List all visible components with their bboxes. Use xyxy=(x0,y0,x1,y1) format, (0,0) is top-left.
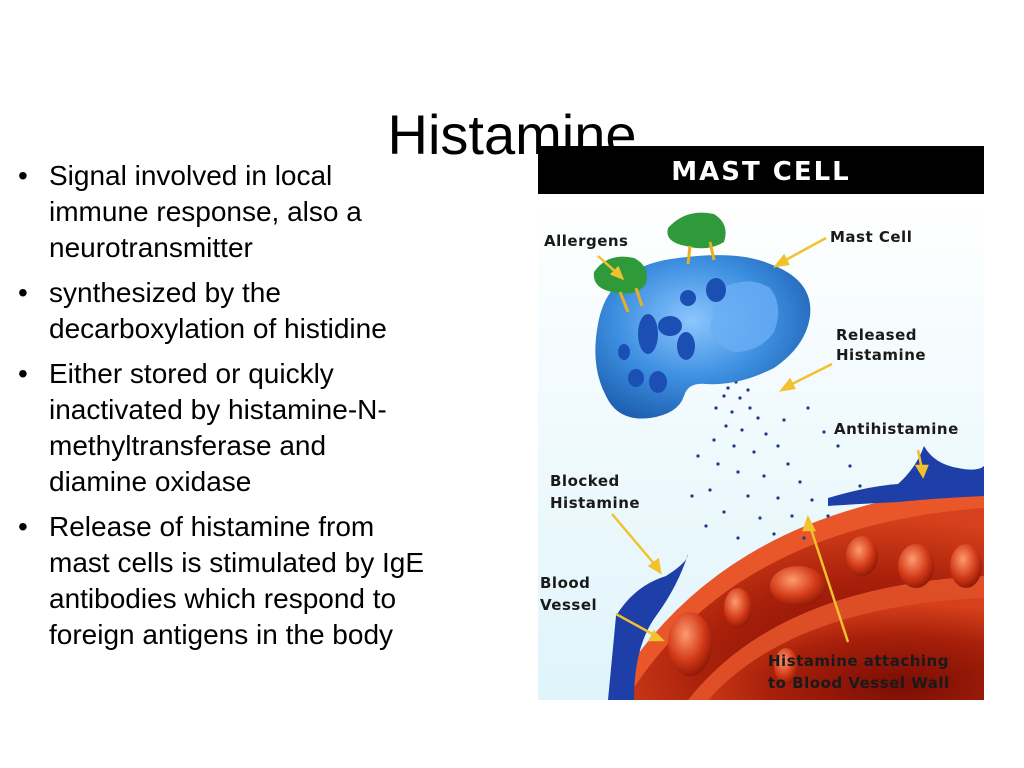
label-blood-vessel-line2: Vessel xyxy=(540,596,597,614)
red-blood-cell xyxy=(770,566,826,606)
mast-cell-body xyxy=(595,255,811,419)
bullet-marker: • xyxy=(18,277,28,308)
label-blood-vessel-line1: Blood xyxy=(540,574,590,592)
red-blood-cell xyxy=(898,544,934,588)
red-blood-cell xyxy=(724,588,752,628)
diagram-banner xyxy=(538,146,984,194)
bullet-item: • Release of histamine from mast cells i… xyxy=(14,509,514,653)
red-blood-cell xyxy=(950,544,982,588)
label-released-histamine-line1: Released xyxy=(836,326,917,344)
bullet-item: • Either stored or quickly inactivated by… xyxy=(14,356,514,500)
bullet-marker: • xyxy=(18,160,28,191)
histamine-particles xyxy=(690,380,862,540)
label-mast-cell: Mast Cell xyxy=(830,228,912,246)
vessel-wall-receptor xyxy=(608,554,688,700)
bullet-marker: • xyxy=(18,358,28,389)
bullet-text: synthesized by the decarboxylation of hi… xyxy=(49,277,387,344)
blood-vessel xyxy=(608,486,984,700)
bullet-item: • Signal involved in local immune respons… xyxy=(14,158,514,266)
allergens xyxy=(593,212,726,313)
label-pointers xyxy=(597,236,929,643)
bullet-text: Either stored or quickly inactivated by … xyxy=(49,358,387,497)
label-antihistamine: Antihistamine xyxy=(834,420,959,438)
red-blood-cell xyxy=(774,648,798,684)
cell-nucleus xyxy=(710,281,779,352)
mast-cell-diagram: MAST CELL xyxy=(538,146,984,700)
label-blocked-histamine-line1: Blocked xyxy=(550,472,620,490)
mast-cell-illustration: MAST CELL xyxy=(538,146,984,700)
cell-granules xyxy=(618,278,726,393)
bullet-item: • synthesized by the decarboxylation of h… xyxy=(14,275,514,347)
bullet-text: Release of histamine from mast cells is … xyxy=(49,511,425,650)
bullet-text: Signal involved in local immune response… xyxy=(49,160,362,263)
label-released-histamine-line2: Histamine xyxy=(836,346,926,364)
antihistamine-molecule xyxy=(828,446,984,506)
diagram-banner-title: MAST CELL xyxy=(671,157,850,187)
red-blood-cell xyxy=(846,536,878,576)
label-blocked-histamine-line2: Histamine xyxy=(550,494,640,512)
bullet-list: • Signal involved in local immune respons… xyxy=(14,158,514,662)
bullet-marker: • xyxy=(18,511,28,542)
label-allergens: Allergens xyxy=(544,232,628,250)
label-histamine-attaching-line1: Histamine attaching xyxy=(768,652,949,670)
red-blood-cell xyxy=(668,612,712,676)
label-histamine-attaching-line2: to Blood Vessel Wall xyxy=(768,674,950,692)
